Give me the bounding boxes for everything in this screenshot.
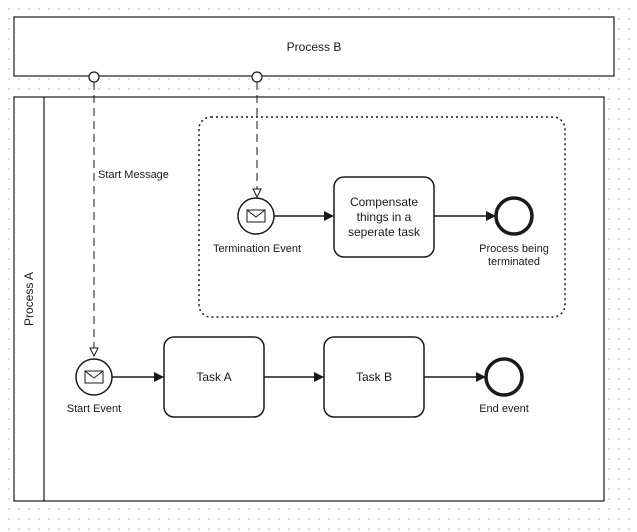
task-a[interactable]: Task A: [163, 336, 265, 418]
start-message-label: Start Message: [98, 169, 169, 181]
task-a-label: Task A: [196, 370, 231, 384]
event-subprocess[interactable]: [198, 116, 566, 318]
process-terminated-end-event[interactable]: [494, 196, 534, 236]
task-compensate-line2: things in a: [357, 210, 412, 224]
task-compensate[interactable]: Compensate things in a seperate task: [333, 176, 435, 258]
termination-event[interactable]: [237, 197, 275, 235]
end-event-label: End event: [479, 403, 529, 415]
message-flow-termination[interactable]: [251, 71, 263, 197]
termination-event-label: Termination Event: [213, 243, 301, 255]
end-event[interactable]: [484, 357, 524, 397]
pool-process-a[interactable]: Process A: [13, 96, 605, 502]
task-compensate-line3: seperate task: [348, 225, 421, 239]
task-compensate-line1: Compensate: [350, 195, 418, 209]
task-b[interactable]: Task B: [323, 336, 425, 418]
process-terminated-label-line2: terminated: [488, 256, 540, 268]
start-event[interactable]: [75, 358, 113, 396]
task-b-label: Task B: [356, 370, 392, 384]
process-terminated-label-line1: Process being: [479, 243, 549, 255]
pool-process-b-label: Process B: [287, 40, 342, 54]
message-flow-start[interactable]: [88, 71, 100, 356]
pool-process-a-label: Process A: [22, 272, 36, 326]
envelope-icon: [246, 209, 266, 223]
envelope-icon: [84, 370, 104, 384]
start-event-label: Start Event: [67, 403, 121, 415]
pool-process-b[interactable]: Process B: [13, 16, 615, 77]
